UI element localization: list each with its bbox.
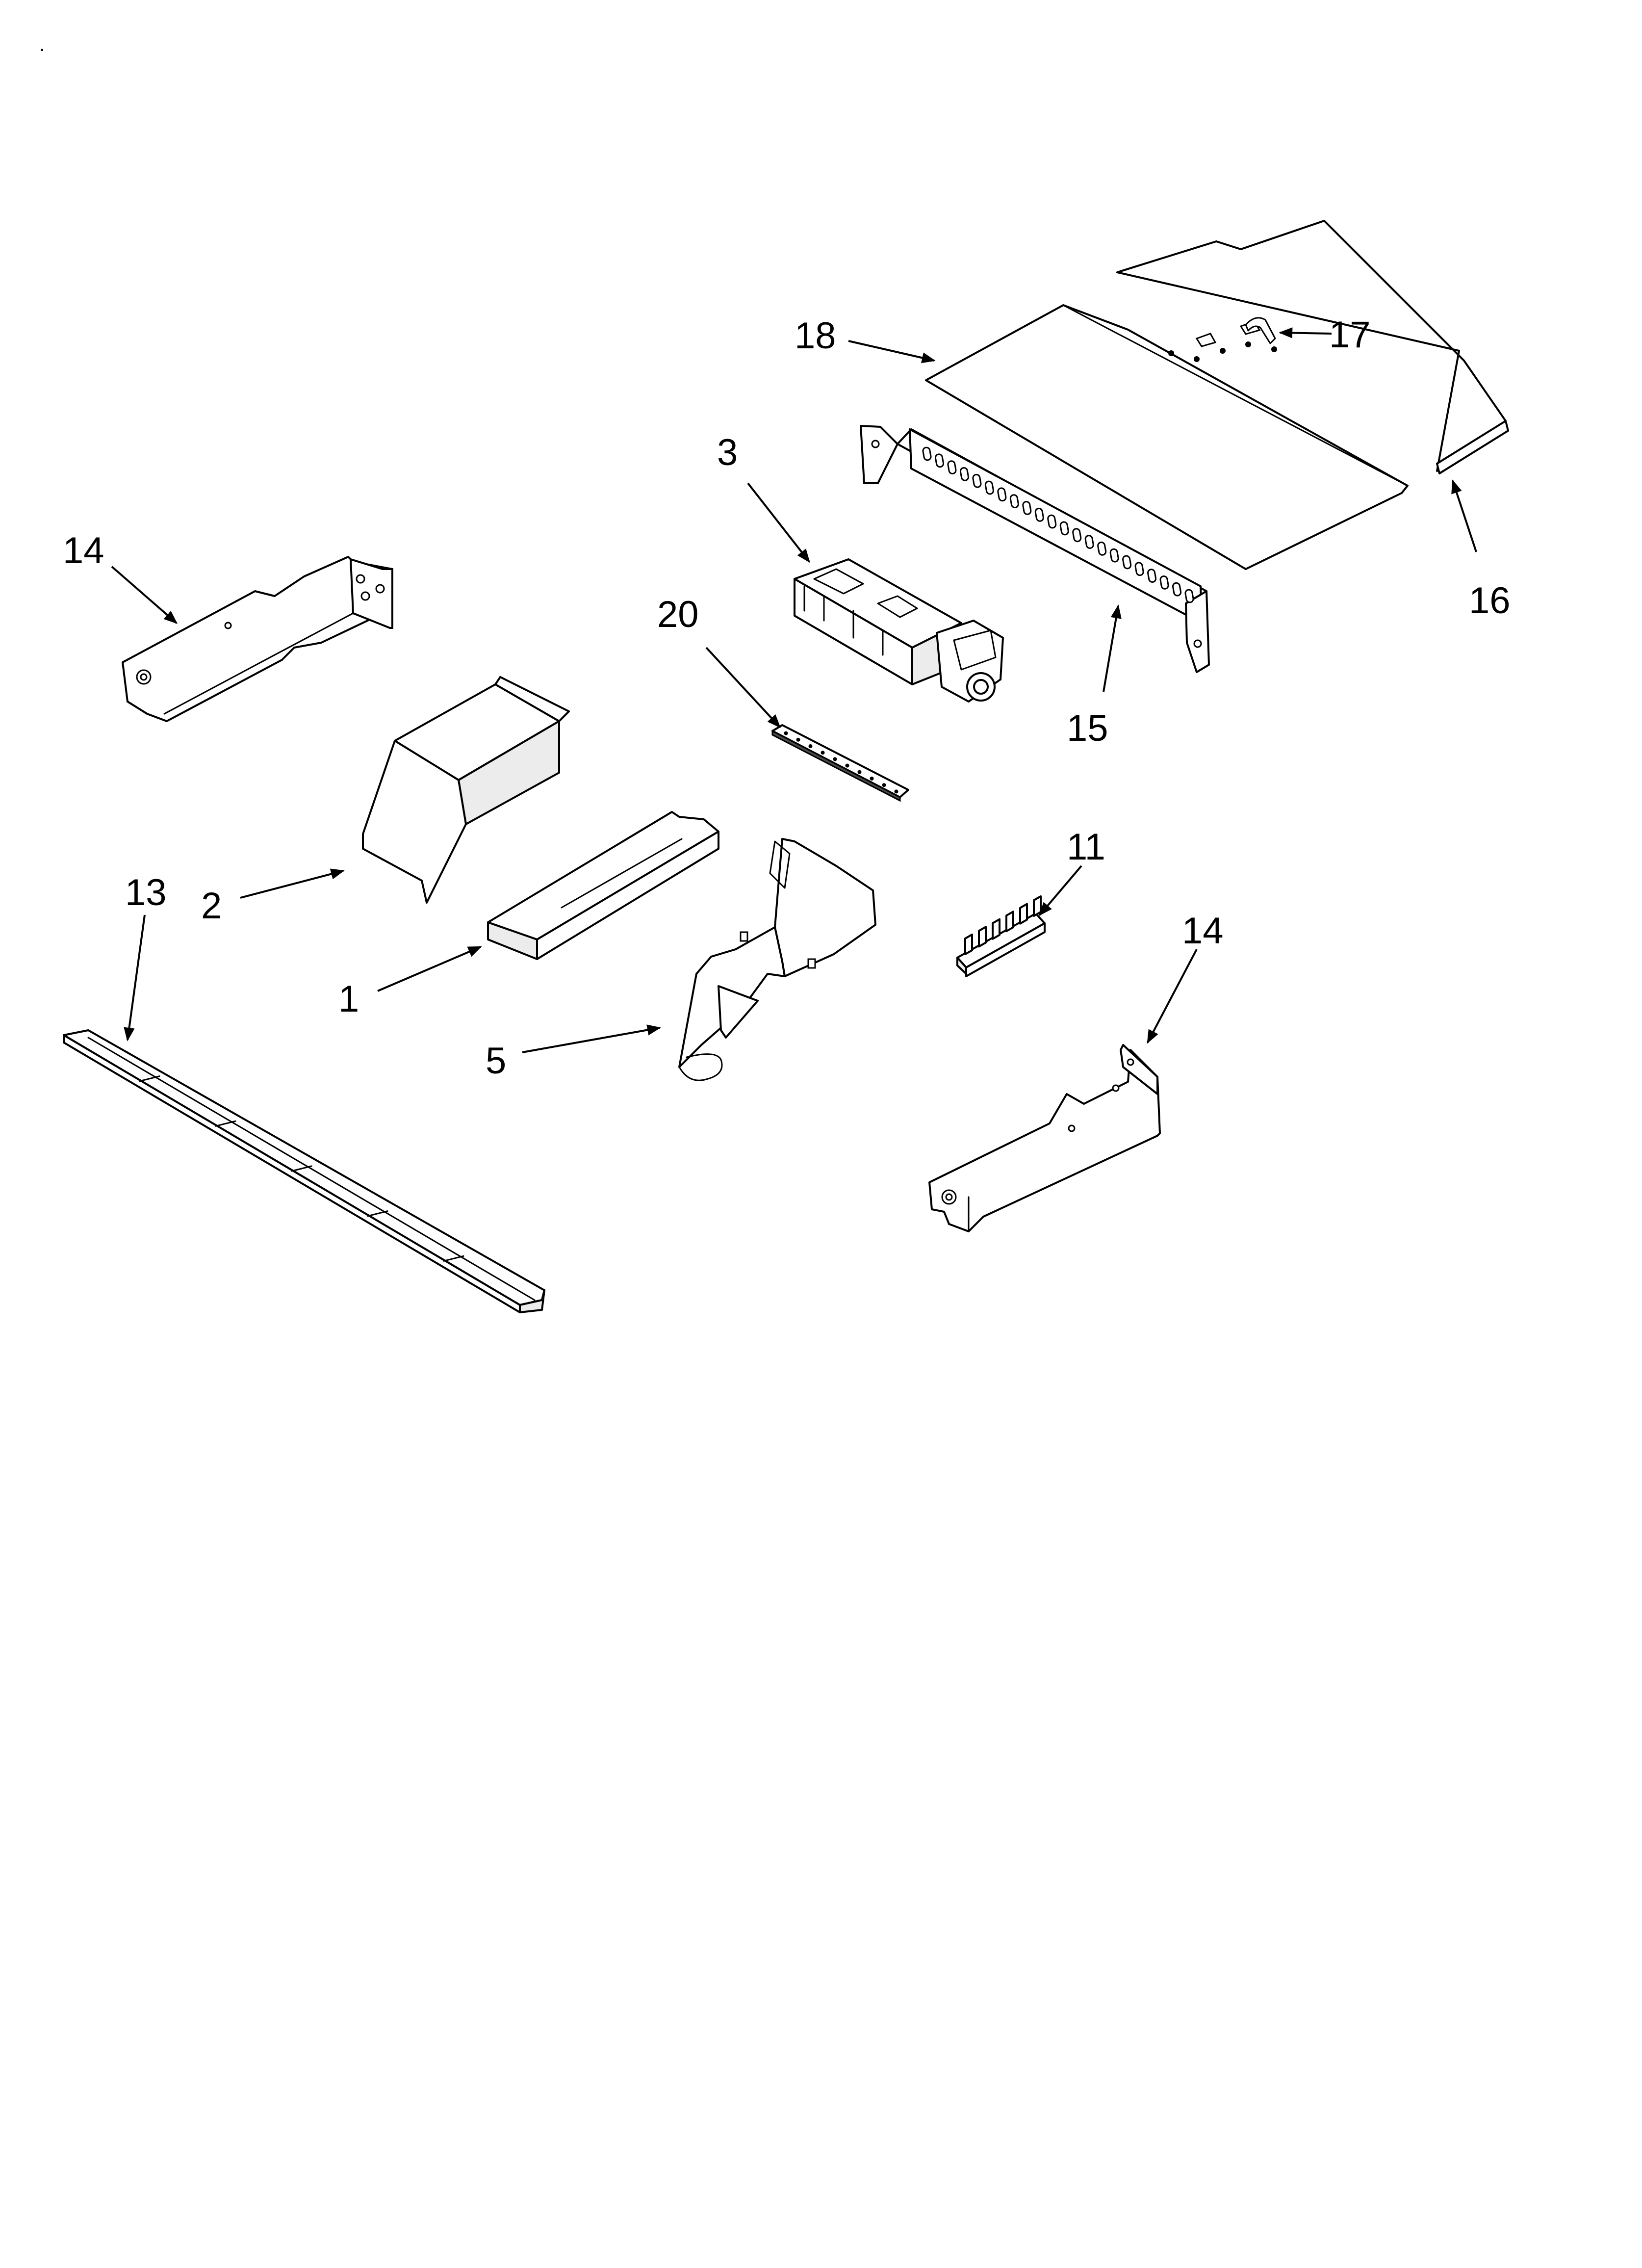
- slot-15: [984, 480, 994, 495]
- part-14-right-bracket: [928, 1044, 1161, 1232]
- terminal-tooth: [1019, 903, 1028, 925]
- hole-20: [870, 777, 874, 781]
- slot-15: [947, 460, 957, 475]
- callout-14-right: 14: [1182, 910, 1224, 952]
- terminal-tooth: [978, 926, 987, 948]
- part-5-deflector: [678, 838, 876, 1081]
- part-13-rail: [63, 1029, 545, 1313]
- part-18-shield-plate: [925, 304, 1409, 570]
- slot-15: [1059, 521, 1069, 536]
- slot-15: [1072, 528, 1082, 543]
- terminal-tooth: [964, 934, 973, 955]
- leader-13: [124, 914, 146, 1042]
- slot-15: [1147, 569, 1157, 583]
- slot-15: [1047, 514, 1057, 529]
- slot-15: [922, 446, 932, 461]
- callout-1: 1: [338, 978, 359, 1020]
- callout-5: 5: [486, 1040, 506, 1082]
- hole-20: [821, 751, 825, 755]
- rail-rib: [367, 1210, 388, 1217]
- rail-rib: [443, 1255, 464, 1262]
- leader-17: [1279, 327, 1332, 339]
- callout-2: 2: [201, 885, 222, 927]
- corner-mark: .: [39, 34, 45, 55]
- slot-15: [1122, 555, 1132, 570]
- part-1-channel: [487, 811, 719, 960]
- slot-15: [997, 487, 1007, 502]
- part-20-strip: [771, 724, 909, 802]
- callout-17: 17: [1329, 314, 1371, 356]
- slot-15: [934, 453, 945, 468]
- leader-14-left: [111, 566, 178, 624]
- slot-15: [959, 467, 969, 481]
- leader-1: [377, 946, 482, 992]
- part-14-left-bracket: [122, 556, 393, 722]
- leader-16: [1451, 479, 1477, 552]
- slot-15: [1134, 562, 1144, 576]
- callout-15: 15: [1067, 707, 1108, 749]
- leader-20: [705, 647, 781, 729]
- part-15-slotted-channel: [860, 425, 1210, 673]
- leader-15: [1103, 604, 1122, 692]
- rail-rib: [291, 1165, 312, 1172]
- leader-3: [747, 482, 810, 563]
- rail-rib: [215, 1120, 236, 1127]
- hole-20: [882, 783, 886, 787]
- callout-16: 16: [1469, 580, 1511, 622]
- hole-20: [894, 789, 898, 794]
- slot-15: [1184, 589, 1194, 603]
- leader-11: [1039, 865, 1082, 916]
- callout-20: 20: [657, 594, 699, 635]
- part-11-terminal-block: [956, 895, 1046, 977]
- leader-18: [848, 340, 936, 364]
- hole-20: [857, 770, 862, 774]
- slot-15: [1097, 541, 1107, 556]
- part-17-clip: [1245, 317, 1277, 352]
- callout-11: 11: [1067, 826, 1105, 868]
- hole-20: [796, 737, 800, 742]
- slot-15: [972, 473, 982, 488]
- slot-15: [1009, 494, 1019, 509]
- callout-labels: 18 17 16 3 15 14 20 2 1 5 11 13 14: [63, 314, 1511, 1082]
- slot-15: [1172, 582, 1182, 597]
- part-2-duct: [362, 676, 570, 904]
- slot-15: [1034, 507, 1044, 522]
- part-16-top-panel: [1116, 220, 1509, 474]
- leader-lines: [111, 327, 1477, 1053]
- slot-15: [1022, 501, 1032, 515]
- part-3-valve-assembly: [794, 558, 1004, 703]
- terminal-tooth: [1033, 895, 1042, 917]
- terminal-tooth: [992, 918, 1001, 940]
- callout-13: 13: [125, 872, 167, 913]
- slot-15: [1084, 535, 1094, 549]
- hole-20: [833, 757, 837, 761]
- rail-rib: [139, 1075, 160, 1082]
- slot-15: [1159, 575, 1169, 590]
- leader-5: [522, 1024, 661, 1053]
- terminal-tooth: [1005, 911, 1014, 933]
- callout-18: 18: [795, 315, 836, 357]
- callout-14-left: 14: [63, 530, 104, 572]
- hole-20: [808, 744, 813, 748]
- callout-3: 3: [717, 432, 738, 473]
- leader-2: [240, 868, 345, 899]
- hole-20: [784, 731, 788, 735]
- slot-15: [1109, 548, 1119, 563]
- leader-14-right: [1147, 949, 1198, 1044]
- hole-20: [845, 763, 849, 768]
